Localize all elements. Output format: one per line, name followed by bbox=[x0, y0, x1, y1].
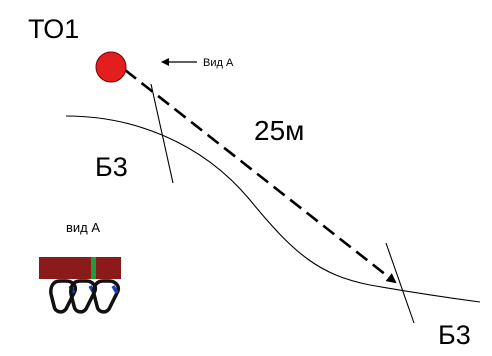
belay-line-lower bbox=[385, 242, 415, 324]
distance-label: 25м bbox=[254, 115, 304, 146]
traverse-arrow bbox=[124, 68, 397, 284]
belay-line-upper bbox=[150, 83, 174, 184]
anchor-bar bbox=[39, 257, 121, 279]
view-caption: вид А bbox=[66, 220, 100, 235]
view-pointer-label: Вид А bbox=[203, 57, 234, 69]
belay-lower-label: Б3 bbox=[438, 320, 471, 350]
carabiner-icon bbox=[92, 279, 121, 314]
start-point-label: ТО1 bbox=[28, 14, 79, 44]
red-circle-icon bbox=[95, 51, 127, 83]
anchor-bar-marker bbox=[91, 257, 96, 279]
belay-upper-label: Б3 bbox=[95, 152, 128, 182]
rope-line bbox=[65, 115, 481, 303]
